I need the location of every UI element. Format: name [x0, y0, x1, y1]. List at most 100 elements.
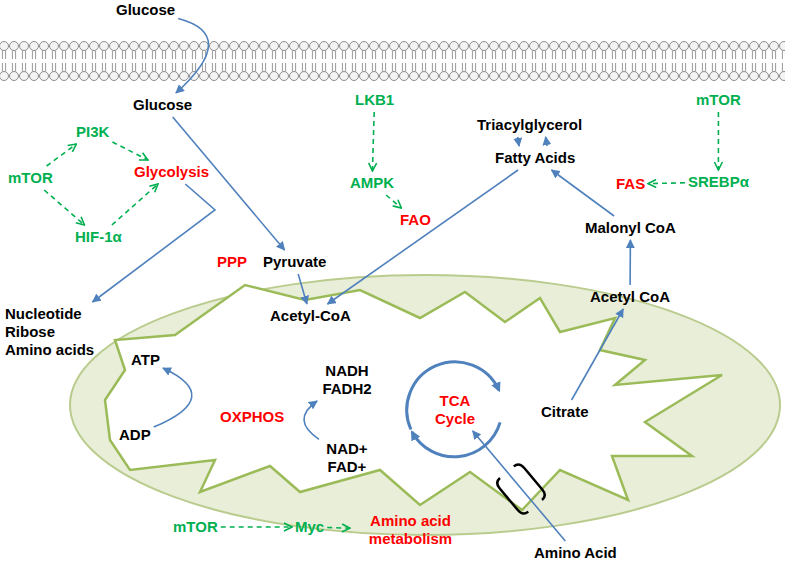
lipid-tail	[435, 63, 436, 72]
lipid-head	[360, 72, 369, 81]
lipid-head	[720, 72, 729, 81]
pathway-label: TCA Cycle	[430, 392, 480, 428]
lipid-tail	[632, 63, 633, 72]
lipid-head	[740, 42, 749, 51]
lipid-head	[750, 72, 759, 81]
lipid-tail	[422, 63, 423, 72]
lipid-head	[770, 42, 779, 51]
lipid-head	[120, 42, 129, 51]
lipid-tail	[312, 63, 313, 72]
lipid-tail	[662, 51, 663, 60]
lipid-tail	[725, 51, 726, 60]
regulation-arrow	[718, 112, 720, 170]
lipid-head	[780, 42, 785, 51]
lipid-head	[50, 42, 59, 51]
lipid-head	[250, 72, 259, 81]
lipid-tail	[742, 63, 743, 72]
lipid-head	[40, 42, 49, 51]
lipid-head	[170, 42, 179, 51]
lipid-head	[500, 42, 509, 51]
lipid-head	[660, 42, 669, 51]
lipid-tail	[545, 63, 546, 72]
lipid-tail	[192, 51, 193, 60]
lipid-head	[290, 72, 299, 81]
lipid-tail	[432, 63, 433, 72]
lipid-tail	[202, 51, 203, 60]
label-text: Glycolysis	[134, 163, 209, 181]
lipid-tail	[302, 51, 303, 60]
lipid-tail	[72, 63, 73, 72]
lipid-tail	[425, 63, 426, 72]
lipid-head	[500, 72, 509, 81]
pathway-label: Glucose	[116, 1, 175, 19]
lipid-tail	[745, 51, 746, 60]
regulation-arrow	[47, 144, 77, 166]
lipid-tail	[132, 51, 133, 60]
lipid-tail	[235, 63, 236, 72]
flux-arrow	[546, 137, 548, 146]
lipid-tail	[212, 63, 213, 72]
lipid-tail	[282, 63, 283, 72]
lipid-tail	[332, 63, 333, 72]
lipid-tail	[612, 63, 613, 72]
lipid-tail	[605, 51, 606, 60]
lipid-tail	[185, 63, 186, 72]
lipid-head	[490, 42, 499, 51]
lipid-head	[460, 72, 469, 81]
lipid-head	[190, 42, 199, 51]
lipid-head	[530, 72, 539, 81]
lipid-tail	[142, 51, 143, 60]
lipid-head	[270, 42, 279, 51]
lipid-head	[0, 72, 9, 81]
pathway-label: Nucleotide Ribose Amino acids	[5, 305, 100, 359]
label-text: mTOR	[696, 91, 741, 109]
label-text: mTOR	[173, 518, 218, 536]
lipid-head	[720, 42, 729, 51]
lipid-head	[430, 72, 439, 81]
lipid-tail	[22, 63, 23, 72]
lipid-tail	[585, 51, 586, 60]
lipid-tail	[295, 51, 296, 60]
lipid-tail	[282, 51, 283, 60]
lipid-tail	[2, 63, 3, 72]
label-text: OXPHOS	[220, 408, 284, 426]
lipid-tail	[732, 63, 733, 72]
label-text: AMPK	[350, 174, 394, 192]
lipid-tail	[165, 51, 166, 60]
lipid-tail	[525, 51, 526, 60]
lipid-tail	[92, 51, 93, 60]
lipid-tail	[552, 51, 553, 60]
lipid-head	[280, 42, 289, 51]
lipid-head	[330, 72, 339, 81]
label-text: ADP	[119, 426, 151, 444]
lipid-head	[70, 42, 79, 51]
lipid-tail	[712, 51, 713, 60]
lipid-tail	[155, 63, 156, 72]
lipid-tail	[242, 63, 243, 72]
lipid-tail	[675, 51, 676, 60]
lipid-head	[470, 72, 479, 81]
lipid-tail	[462, 51, 463, 60]
lipid-tail	[342, 63, 343, 72]
lipid-head	[40, 72, 49, 81]
lipid-tail	[435, 51, 436, 60]
lipid-tail	[675, 63, 676, 72]
lipid-tail	[522, 51, 523, 60]
lipid-tail	[45, 63, 46, 72]
lipid-tail	[25, 63, 26, 72]
lipid-head	[340, 72, 349, 81]
lipid-head	[80, 42, 89, 51]
lipid-head	[540, 72, 549, 81]
lipid-tail	[252, 63, 253, 72]
lipid-head	[100, 42, 109, 51]
lipid-head	[660, 72, 669, 81]
lipid-head	[760, 72, 769, 81]
label-text: FAO	[400, 211, 431, 229]
pathway-label: Malonyl CoA	[585, 219, 676, 237]
lipid-head	[550, 72, 559, 81]
lipid-tail	[582, 63, 583, 72]
lipid-tail	[582, 51, 583, 60]
lipid-head	[400, 72, 409, 81]
pathway-label: FAS	[616, 175, 645, 193]
